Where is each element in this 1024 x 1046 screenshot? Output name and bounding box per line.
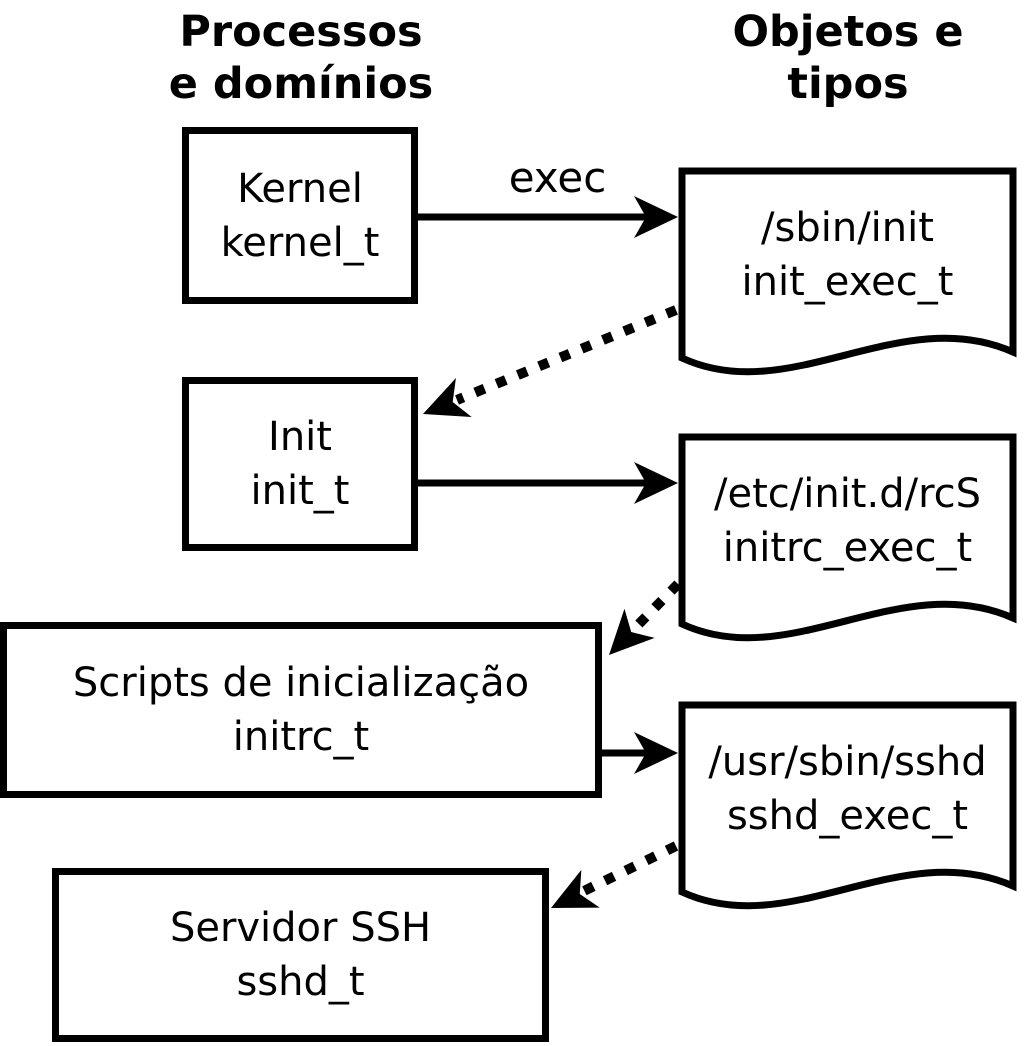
process-name-label: Kernel xyxy=(237,165,363,212)
process-name-label: Servidor SSH xyxy=(169,905,432,951)
header-line: Objetos e xyxy=(732,7,964,57)
process-type-label: kernel_t xyxy=(220,219,380,266)
dotted-arrow-init-exec-to-init xyxy=(455,305,678,405)
document-shape-sshd-exec xyxy=(678,701,1017,910)
document-label-initrc-exec: /etc/init.d/rcS initrc_exec_t xyxy=(682,441,1013,601)
object-type-label: initrc_exec_t xyxy=(722,525,973,571)
process-box-initrc: Scripts de inicialização initrc_t xyxy=(0,622,602,798)
process-box-kernel: Kernel kernel_t xyxy=(182,127,418,304)
object-path-label: /sbin/init xyxy=(761,205,934,251)
header-line: tipos xyxy=(787,59,909,109)
header-line: Processos xyxy=(179,7,423,57)
dotted-arrow-initrc-exec-to-initrc xyxy=(630,580,682,633)
object-type-label: sshd_exec_t xyxy=(726,793,969,839)
process-box-init: Init init_t xyxy=(182,377,418,551)
arrowhead-initrc-to-sshd-exec xyxy=(634,732,678,774)
header-line: e domínios xyxy=(168,59,434,109)
object-type-label: init_exec_t xyxy=(741,259,954,305)
document-label-init-exec: /sbin/init init_exec_t xyxy=(682,175,1013,335)
column-header-objects: Objetos e tipos xyxy=(693,6,1003,110)
object-path-label: /usr/sbin/sshd xyxy=(708,739,987,785)
document-shape-initrc-exec xyxy=(678,433,1017,642)
arrowhead-init-exec-to-init xyxy=(423,378,472,417)
arrowhead-sshd-exec-to-sshd xyxy=(551,869,600,908)
process-name-label: Init xyxy=(268,414,332,460)
exec-arrow-label: exec xyxy=(508,153,607,202)
arrowhead-init-to-initrc-exec xyxy=(634,462,678,504)
arrowhead-initrc-exec-to-initrc xyxy=(609,608,655,655)
process-type-label: sshd_t xyxy=(236,959,365,1005)
process-type-label: init_t xyxy=(250,468,350,514)
document-shape-init-exec xyxy=(678,167,1017,376)
column-header-processes: Processos e domínios xyxy=(131,6,471,110)
dotted-arrow-sshd-exec-to-sshd xyxy=(581,841,679,896)
arrowhead-kernel-to-init-exec xyxy=(634,196,678,238)
document-label-sshd-exec: /usr/sbin/sshd sshd_exec_t xyxy=(682,709,1013,869)
process-name-label: Scripts de inicialização xyxy=(72,660,530,706)
process-type-label: initrc_t xyxy=(232,714,370,760)
process-box-sshd: Servidor SSH sshd_t xyxy=(52,868,549,1042)
object-path-label: /etc/init.d/rcS xyxy=(713,471,982,517)
